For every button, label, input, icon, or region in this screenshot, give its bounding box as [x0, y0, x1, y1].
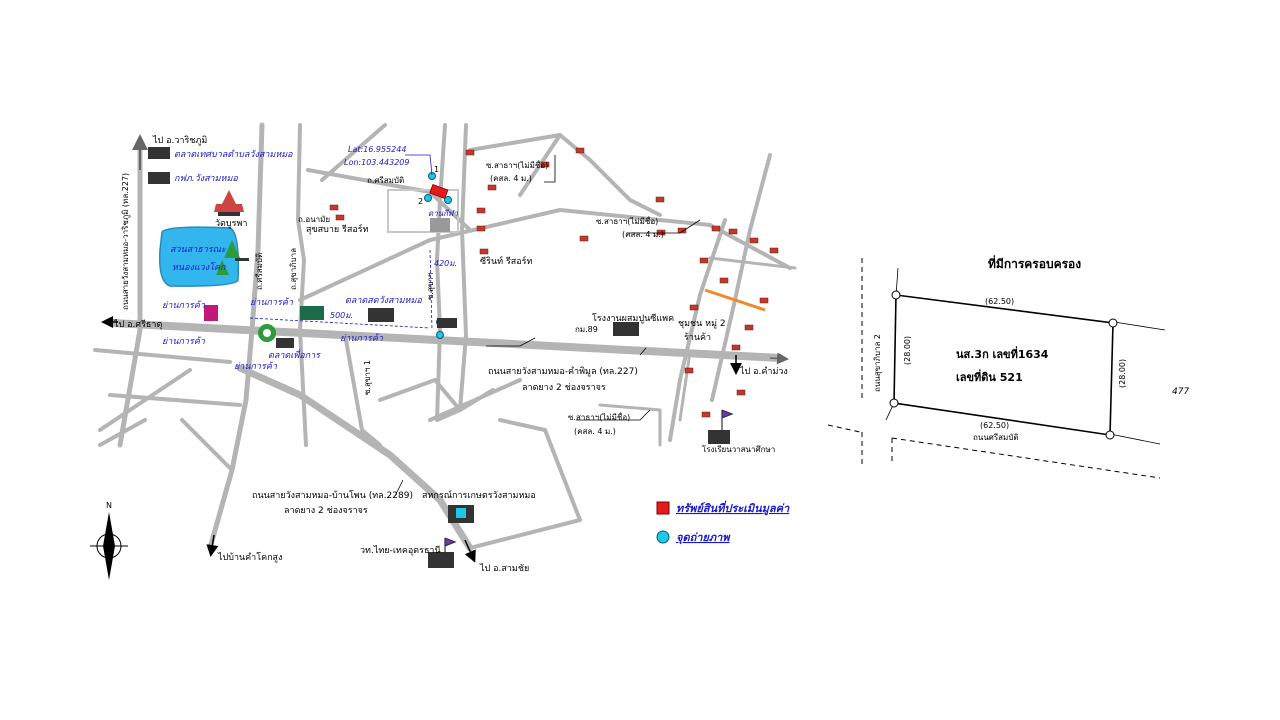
road-sri-sombat: ถ.ศรีสมบัติ: [367, 176, 404, 185]
km-marker: กม.89: [575, 325, 598, 334]
label-park-1: สวนสาธารณะ: [170, 245, 227, 255]
tesco-logo: [300, 306, 324, 320]
label-commerce-4: ย่านการค้า: [340, 333, 384, 344]
plot-diagram: [827, 258, 1166, 479]
plot-title: ที่มีการครอบครอง: [988, 255, 1081, 271]
plot-bottom-dim: (62.50): [980, 421, 1009, 430]
alley-3-sub: (คสล. 4 ม.): [574, 427, 616, 436]
label-tessco: ตลาดสดวังสามหมอ: [345, 295, 422, 306]
road-soi-3: ถ.สุขาภิบาล: [289, 248, 298, 290]
dir-sam-chai: ไป อ.สามชัย: [479, 563, 529, 574]
compass-icon: [90, 512, 128, 580]
label-college: วท.ไทย-เทคอุดรธานี: [360, 545, 441, 556]
shop-logo: [204, 305, 218, 321]
main-road-desc: ลาดยาง 2 ช่องจราจร: [522, 383, 606, 393]
label-property-small: ดานกีฬา: [428, 209, 458, 218]
plot-deed: นส.3ก เลขที่1634: [956, 346, 1049, 361]
alley-2: ซ.สาธาฯ(ไม่มีชื่อ): [596, 215, 658, 226]
road-soi-2: ถ.ศรีสมบัติ: [255, 253, 264, 290]
label-commerce-5: ย่านการค้า: [234, 361, 278, 372]
distance-420m: 420ม.: [434, 259, 457, 268]
plot-land-no: เลขที่ดิน 521: [956, 369, 1023, 384]
label-sirin-resort: ซีรินท์ รีสอร์ท: [480, 255, 532, 267]
property-block: [387, 189, 459, 233]
south-road-name: ถนนสายวังสามหมอ-บ้านโพน (ทล.2289): [252, 490, 413, 501]
label-school: โรงเรียนวาสนาศึกษา: [702, 444, 775, 454]
label-farm-market: ตลาดเพื่อการ: [268, 348, 321, 361]
plot-boundary: [893, 294, 1114, 436]
label-commerce-2: ย่านการค้า: [250, 297, 294, 308]
label-coord-lon: Lon:103.443209: [344, 158, 409, 167]
dir-sri-that: ไป อ.ศรีธาตุ: [113, 319, 162, 330]
label-community: ชุมชน หมู่ 2: [678, 319, 726, 329]
dir-kham-muang: ไป อ.คำม่วง: [739, 366, 788, 377]
road-soi-4: ซ.สุขาฯ: [426, 273, 435, 300]
label-wat-burapha: วัดบูรพา: [215, 219, 247, 229]
legend-photo-label: จุดถ่ายภาพ: [676, 531, 731, 545]
tree-icon: [224, 240, 240, 258]
legend-property-label: ทรัพย์สินที่ประเมินมูลค่า: [676, 500, 790, 516]
plot-top-dim: (62.50): [985, 297, 1014, 306]
label-municipal-market: ตลาดเทศบาลตำบลวังสามหมอ: [174, 149, 293, 160]
photo-num-1: 1: [434, 165, 439, 174]
road-soi-1: ถ.อนามัย: [298, 215, 330, 224]
label-waterworks: กฟภ.วังสามหมอ: [174, 173, 238, 184]
dir-warichaphum: ไป อ.วาริชภูมิ: [152, 135, 207, 146]
label-factory: โรงงานผสมปูนซีแพค: [592, 313, 674, 324]
label-susabai-resort: สุขสบาย รีสอร์ท: [306, 223, 369, 235]
dir-ban-kham-khok-sung: ไปบ้านคำโคกสูง: [217, 552, 282, 563]
compass-label: N: [106, 501, 112, 510]
building-icons: [148, 147, 730, 568]
plot-left-road: ถนนสุขาภิบาล 2: [873, 334, 882, 392]
flag-icon: [721, 409, 734, 430]
house-icons: [329, 147, 779, 418]
label-commerce-3: ย่านการค้า: [162, 336, 206, 347]
alley-3: ซ.สาธาฯ(ไม่มีชื่อ): [568, 411, 630, 422]
distance-500m: 500ม.: [330, 311, 353, 320]
alley-1-sub: (คสล. 4 ม.): [490, 174, 532, 183]
plot-bottom-road: ถนนศรีสมบัติ: [973, 433, 1019, 442]
label-coord-lat: Lat:16.955244: [348, 145, 406, 154]
label-coop: สหกรณ์การเกษตรวังสามหมอ: [422, 489, 536, 501]
plot-neighbor: 477: [1172, 387, 1189, 397]
label-shops: ร้านค้า: [684, 332, 711, 343]
label-park-2: หนองแวงโคก: [172, 261, 226, 273]
label-commerce-1: ย่านการค้า: [162, 300, 206, 311]
property-marker: [429, 183, 449, 199]
legend-property-icon: [656, 501, 670, 515]
temple-icon: [214, 190, 244, 212]
south-road-desc: ลาดยาง 2 ช่องจราจร: [284, 506, 368, 516]
plot-right-dim: (28.00): [1118, 359, 1127, 388]
orange-alley: [704, 288, 766, 312]
road-227-vertical: ถนนสายวังสามหมอ-วาริชภูมิ (ทล.227): [121, 173, 131, 310]
photo-point-icon: [424, 194, 432, 202]
alley-1: ซ.สาธาฯ(ไม่มีชื่อ): [486, 159, 548, 170]
main-road-name: ถนนสายวังสามหมอ-คำพิมูล (ทล.227): [488, 366, 638, 377]
alley-2-sub: (คสล. 4 ม.): [622, 230, 664, 239]
corner-pin: [891, 290, 901, 300]
road-soi-5: ซ.สุขาฯ 1: [363, 360, 372, 395]
plot-left-dim: (28.00): [903, 336, 912, 365]
legend-photo-icon: [656, 530, 670, 544]
photo-num-2: 2: [418, 197, 423, 206]
